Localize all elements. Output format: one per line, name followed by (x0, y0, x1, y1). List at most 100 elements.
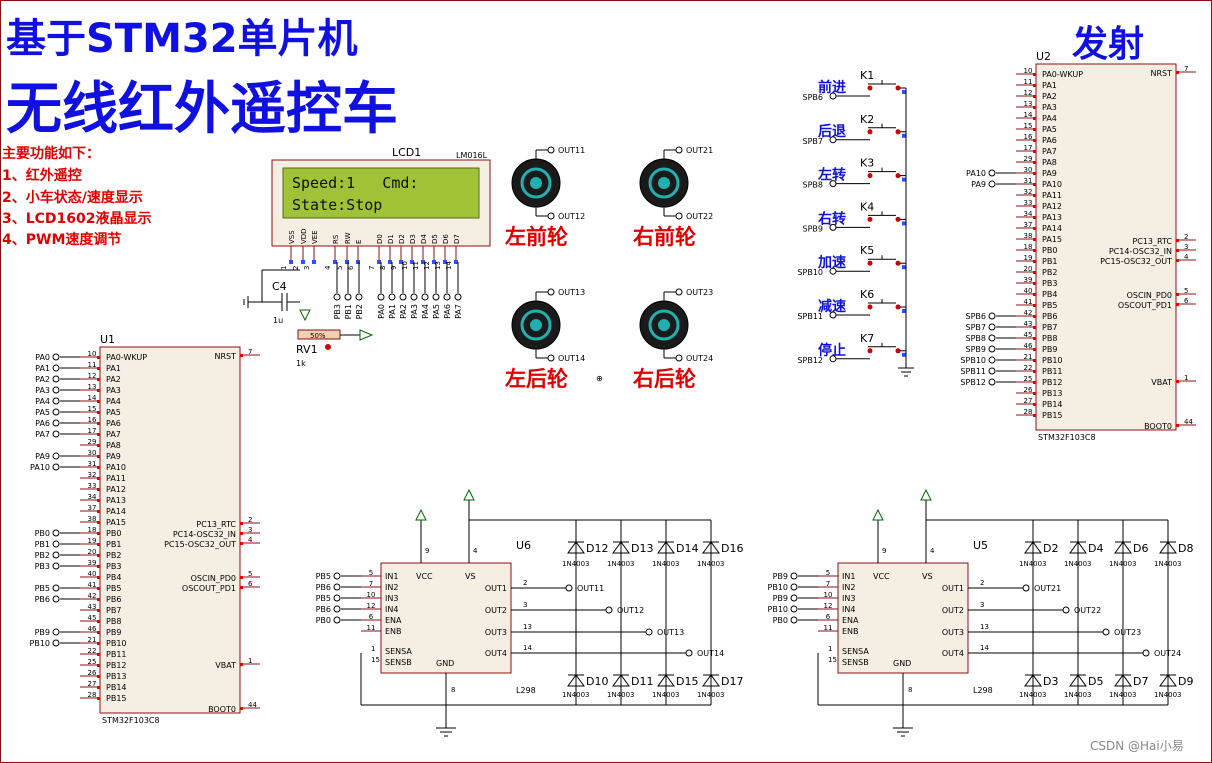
net-terminal[interactable] (52, 386, 60, 394)
lcd-module[interactable]: LCD1 LM016L Speed:1 Cmd: State:Stop VSS1… (271, 146, 491, 319)
net-terminal[interactable] (52, 408, 60, 416)
net-terminal[interactable] (829, 311, 837, 319)
pin-name: PB10 (1042, 356, 1063, 365)
net-terminal[interactable] (547, 354, 555, 362)
net-terminal[interactable] (988, 180, 996, 188)
capacitor-c4[interactable]: C4 1u (243, 280, 300, 325)
net-terminal[interactable] (988, 334, 996, 342)
net-terminal[interactable] (344, 293, 352, 301)
net-terminal[interactable] (829, 136, 837, 144)
net-terminal[interactable] (52, 353, 60, 361)
net-terminal[interactable] (790, 583, 798, 591)
net-terminal[interactable] (52, 463, 60, 471)
net-terminal[interactable] (410, 293, 418, 301)
net-terminal[interactable] (52, 540, 60, 548)
net-terminal[interactable] (790, 605, 798, 613)
net-terminal[interactable] (547, 288, 555, 296)
net-terminal[interactable] (52, 529, 60, 537)
net-terminal[interactable] (52, 430, 60, 438)
net-label: SPB11 (960, 367, 986, 376)
diode-part: 1N4003 (607, 691, 635, 699)
net-terminal[interactable] (988, 356, 996, 364)
net-terminal[interactable] (377, 293, 385, 301)
net-terminal[interactable] (790, 572, 798, 580)
net-terminal[interactable] (52, 628, 60, 636)
net-terminal[interactable] (52, 551, 60, 559)
net-terminal[interactable] (829, 180, 837, 188)
net-terminal[interactable] (547, 212, 555, 220)
net-terminal[interactable] (1062, 606, 1070, 614)
net-terminal[interactable] (52, 452, 60, 460)
net-terminal[interactable] (988, 367, 996, 375)
net-terminal[interactable] (988, 169, 996, 177)
pin-number: 44 (1184, 418, 1193, 426)
net-terminal[interactable] (52, 584, 60, 592)
net-terminal[interactable] (988, 378, 996, 386)
net-terminal[interactable] (988, 345, 996, 353)
net-terminal[interactable] (685, 649, 693, 657)
net-terminal[interactable] (333, 572, 341, 580)
potentiometer-rv1[interactable]: 50% RV1 1k (261, 269, 374, 368)
pin-name: PB13 (1042, 389, 1063, 398)
motor-net-b: OUT14 (558, 354, 585, 363)
net-terminal[interactable] (333, 293, 341, 301)
net-terminal[interactable] (988, 323, 996, 331)
net-terminal[interactable] (829, 355, 837, 363)
net-terminal[interactable] (1102, 628, 1110, 636)
mcu-u1[interactable]: U1STM32F103C8PA0-WKUP10PA0PA111PA1PA212P… (30, 333, 261, 725)
net-terminal[interactable] (52, 595, 60, 603)
net-terminal[interactable] (52, 397, 60, 405)
net-terminal[interactable] (454, 293, 462, 301)
net-label: PA0 (35, 353, 50, 362)
net-terminal[interactable] (421, 293, 429, 301)
net-terminal[interactable] (675, 354, 683, 362)
net-terminal[interactable] (52, 419, 60, 427)
net-terminal[interactable] (829, 223, 837, 231)
net-terminal[interactable] (675, 212, 683, 220)
net-terminal[interactable] (52, 375, 60, 383)
net-terminal[interactable] (675, 146, 683, 154)
net-terminal[interactable] (443, 293, 451, 301)
net-terminal[interactable] (355, 293, 363, 301)
net-terminal[interactable] (52, 639, 60, 647)
driver-ref: U5 (973, 539, 988, 552)
net-terminal[interactable] (399, 293, 407, 301)
net-terminal[interactable] (547, 146, 555, 154)
net-terminal[interactable] (988, 312, 996, 320)
net-terminal[interactable] (645, 628, 653, 636)
net-terminal[interactable] (790, 616, 798, 624)
key-label: 前进 (818, 79, 846, 96)
net-terminal[interactable] (605, 606, 613, 614)
svg-text:OUT3: OUT3 (942, 628, 964, 637)
net-terminal[interactable] (675, 288, 683, 296)
net-terminal[interactable] (565, 584, 573, 592)
net-terminal[interactable] (333, 616, 341, 624)
net-terminal[interactable] (829, 92, 837, 100)
net-terminal[interactable] (432, 293, 440, 301)
net-terminal[interactable] (790, 594, 798, 602)
net-terminal[interactable] (333, 605, 341, 613)
net-terminal[interactable] (388, 293, 396, 301)
net-terminal[interactable] (1142, 649, 1150, 657)
key-net: SPB6 (803, 93, 823, 102)
net-terminal[interactable] (52, 364, 60, 372)
net-terminal[interactable] (52, 562, 60, 570)
net-terminal[interactable] (829, 267, 837, 275)
net-terminal[interactable] (333, 583, 341, 591)
mcu-u2[interactable]: U2STM32F103C8PA0-WKUP10PA111PA212PA313PA… (960, 50, 1196, 442)
net-terminal[interactable] (333, 594, 341, 602)
net-terminal[interactable] (1022, 584, 1030, 592)
